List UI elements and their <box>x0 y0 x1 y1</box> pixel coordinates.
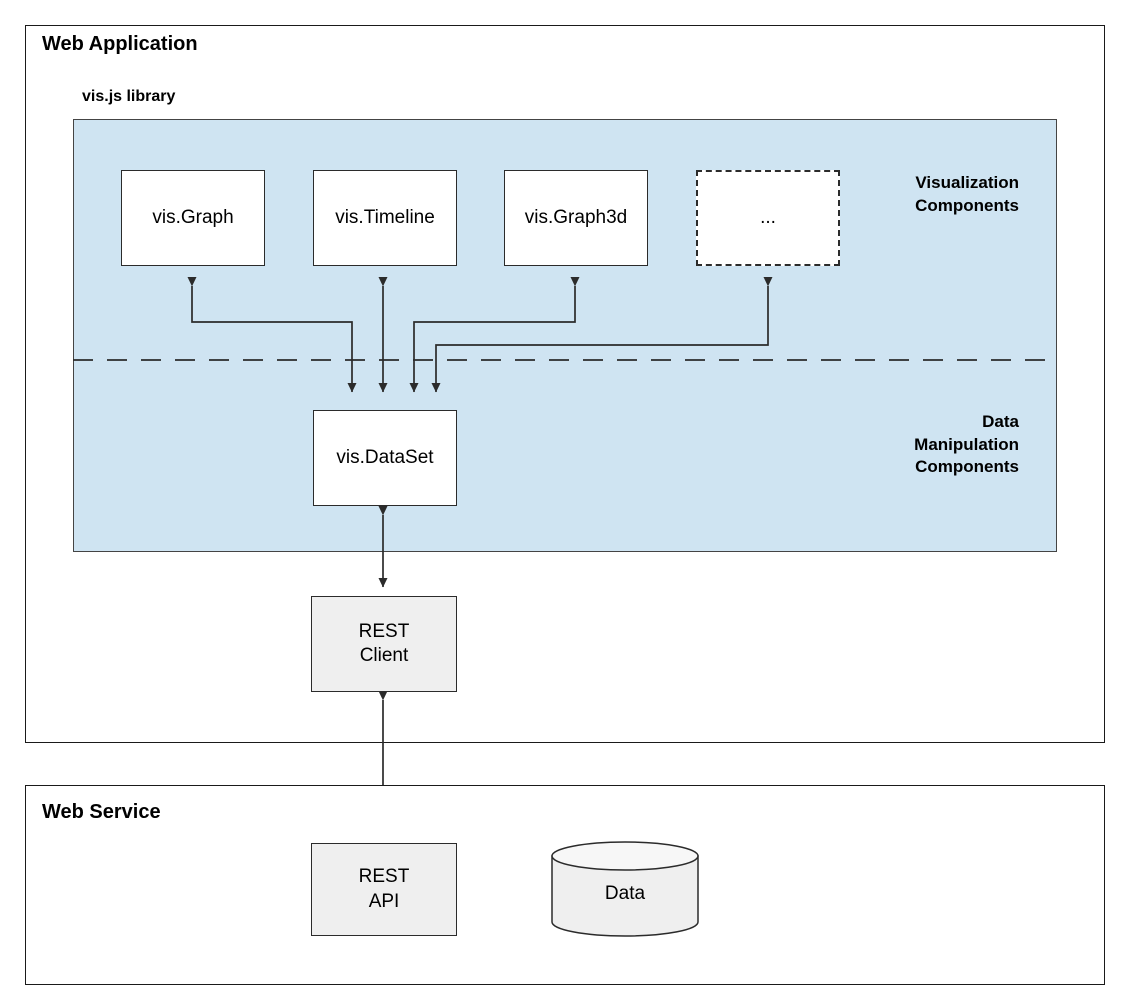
web-service-title: Web Service <box>42 801 161 823</box>
node-vis-graph[interactable]: vis.Graph <box>121 170 265 266</box>
web-application-title: Web Application <box>42 33 198 55</box>
node-rest-client[interactable]: REST Client <box>311 596 457 692</box>
edge-dataset-graph3d <box>409 276 580 393</box>
node-rest-api[interactable]: REST API <box>311 843 457 936</box>
node-vis-dataset[interactable]: vis.DataSet <box>313 410 457 506</box>
node-vis-timeline[interactable]: vis.Timeline <box>313 170 457 266</box>
node-data-store[interactable]: Data <box>551 841 699 937</box>
edge-dataset-graph <box>187 276 357 393</box>
data-manipulation-components-label: Data Manipulation Components <box>914 412 1019 477</box>
visjs-library-title: vis.js library <box>82 88 176 105</box>
node-vis-graph3d[interactable]: vis.Graph3d <box>504 170 648 266</box>
cylinder-shape <box>551 841 699 937</box>
node-more-components[interactable]: ... <box>696 170 840 266</box>
edge-dataset-other <box>431 276 773 393</box>
visualization-components-label: Visualization Components <box>915 173 1019 215</box>
data-store-label: Data <box>604 883 646 904</box>
